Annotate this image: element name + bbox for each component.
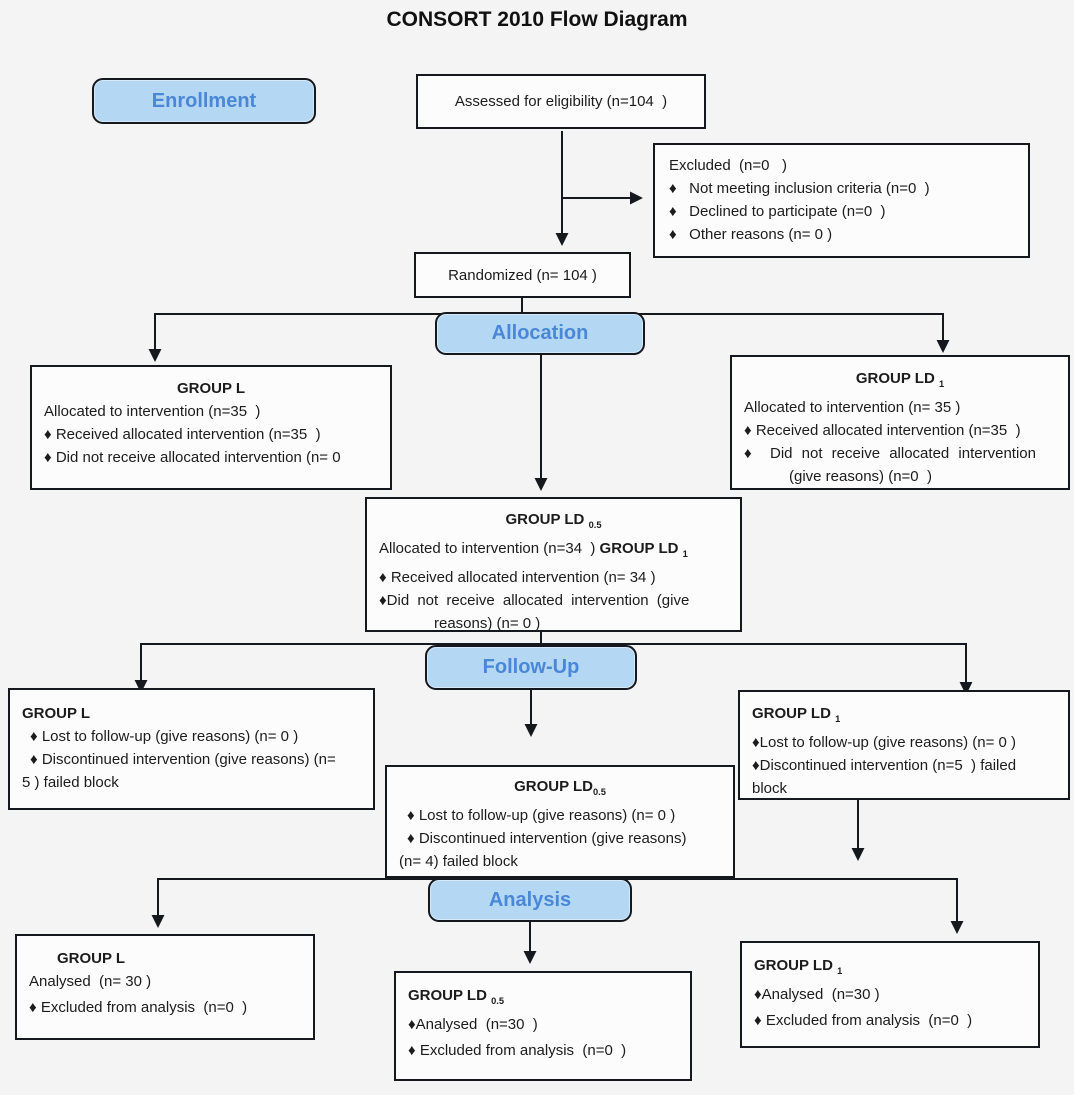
box-randomized: Randomized (n= 104 )	[414, 252, 631, 298]
box-line: (n= 4) failed block	[399, 853, 518, 870]
box-line: ♦Analysed (n=30 )	[754, 986, 880, 1003]
excluded-item: ♦ Declined to participate (n=0 )	[669, 203, 886, 220]
box-line: ♦ Discontinued intervention (give reason…	[30, 751, 336, 768]
box-line: 5 ) failed block	[22, 774, 119, 791]
group-title: GROUP L	[176, 380, 246, 397]
box-line: (give reasons) (n=0 )	[789, 468, 932, 485]
box-line: ♦Lost to follow-up (give reasons) (n= 0 …	[752, 734, 1017, 751]
box-line: ♦ Excluded from analysis (n=0 )	[754, 1012, 973, 1029]
box-assessed-eligibility: Assessed for eligibility (n=104 )	[416, 74, 706, 129]
box-line: Analysed (n= 30 )	[29, 973, 152, 990]
group-title: GROUP LD 0.5	[505, 511, 602, 530]
stage-label-enrollment: Enrollment	[92, 78, 316, 124]
stage-label-follow-up: Follow-Up	[425, 645, 637, 690]
box-allocation-group-ld1: GROUP LD 1 Allocated to intervention (n=…	[730, 355, 1070, 490]
box-line: ♦Discontinued intervention (n=5 ) failed	[752, 757, 1017, 774]
box-line: block	[752, 780, 788, 797]
assessed-text: Assessed for eligibility (n=104 )	[454, 93, 668, 110]
group-title: GROUP L	[22, 705, 91, 722]
box-line: ♦ Did not receive allocated intervention…	[44, 449, 341, 466]
box-line: ♦ Excluded from analysis (n=0 )	[408, 1042, 627, 1059]
box-line: ♦ Lost to follow-up (give reasons) (n= 0…	[30, 728, 299, 745]
group-title: GROUP L	[57, 950, 126, 967]
box-line: ♦ Received allocated intervention (n=35 …	[744, 422, 1021, 439]
box-line: ♦ Discontinued intervention (give reason…	[407, 830, 687, 847]
box-followup-group-l: GROUP L ♦ Lost to follow-up (give reason…	[8, 688, 375, 810]
excluded-item: ♦ Other reasons (n= 0 )	[669, 226, 833, 243]
box-line: ♦ Lost to follow-up (give reasons) (n= 0…	[407, 807, 676, 824]
box-line: ♦ Did not receive allocated intervention	[744, 445, 1036, 462]
box-line: reasons) (n= 0 )	[434, 615, 541, 632]
group-title: GROUP LD0.5	[514, 778, 606, 797]
group-title: GROUP LD 1	[855, 370, 945, 389]
box-line: Allocated to intervention (n=34 ) GROUP …	[379, 540, 688, 559]
group-title: GROUP LD 1	[752, 705, 841, 724]
box-line: ♦ Received allocated intervention (n=35 …	[44, 426, 321, 443]
box-allocation-group-ld05: GROUP LD 0.5 Allocated to intervention (…	[365, 497, 742, 632]
group-title: GROUP LD 0.5	[408, 987, 505, 1006]
box-line: ♦Analysed (n=30 )	[408, 1016, 538, 1033]
box-line: ♦ Received allocated intervention (n= 34…	[379, 569, 656, 586]
excluded-item: ♦ Not meeting inclusion criteria (n=0 )	[669, 180, 930, 197]
box-line: Allocated to intervention (n=35 )	[44, 403, 261, 420]
box-followup-group-ld05: GROUP LD0.5 ♦ Lost to follow-up (give re…	[385, 765, 735, 878]
box-analysis-group-ld1: GROUP LD 1 ♦Analysed (n=30 ) ♦ Excluded …	[740, 941, 1040, 1048]
group-title: GROUP LD 1	[754, 957, 843, 976]
randomized-text: Randomized (n= 104 )	[448, 266, 597, 284]
box-line: ♦ Excluded from analysis (n=0 )	[29, 999, 248, 1016]
box-excluded: Excluded (n=0 ) ♦ Not meeting inclusion …	[653, 143, 1030, 258]
stage-label-allocation: Allocation	[435, 312, 645, 355]
box-analysis-group-ld05: GROUP LD 0.5 ♦Analysed (n=30 ) ♦ Exclude…	[394, 971, 692, 1081]
stage-label-analysis: Analysis	[428, 878, 632, 922]
box-followup-group-ld1: GROUP LD 1 ♦Lost to follow-up (give reas…	[738, 690, 1070, 800]
box-line: ♦Did not receive allocated intervention …	[379, 592, 690, 609]
diagram-title: CONSORT 2010 Flow Diagram	[386, 8, 688, 31]
excluded-title: Excluded (n=0 )	[669, 157, 787, 174]
box-analysis-group-l: GROUP L Analysed (n= 30 ) ♦ Excluded fro…	[15, 934, 315, 1040]
box-allocation-group-l: GROUP L Allocated to intervention (n=35 …	[30, 365, 392, 490]
box-line: Allocated to intervention (n= 35 )	[744, 399, 961, 416]
